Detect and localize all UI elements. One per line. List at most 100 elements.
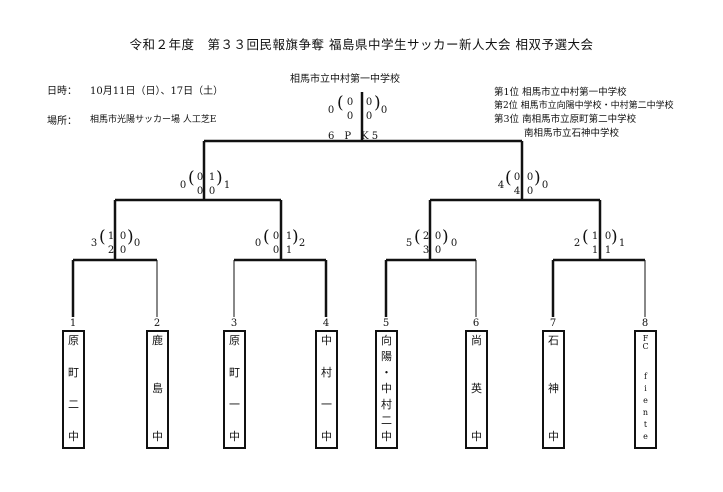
paren-right: ) <box>442 227 449 247</box>
page-title: 令和２年度 第３３回民報旗争奪 福島県中学生サッカー新人大会 相双予選大会 <box>129 37 594 52</box>
paren-right: ) <box>374 93 381 113</box>
score-right-h1: 0 <box>434 231 442 242</box>
paren-left: ( <box>99 227 106 247</box>
team-char: 島 <box>152 382 163 395</box>
winner-name: 相馬市立中村第一中学校 <box>290 74 400 85</box>
score-left-total: 3 <box>90 238 98 249</box>
team-char: 村 <box>321 366 332 379</box>
date-value: 10月11日（日）、17日（土） <box>90 86 224 97</box>
result-first: 第1位 相馬市立中村第一中学校 <box>494 87 627 98</box>
score-left-h1: 1 <box>591 231 599 242</box>
score-right-total: 2 <box>298 238 306 249</box>
paren-left: ( <box>505 168 512 188</box>
team-box-3: 原 町 一 中 <box>223 330 246 449</box>
paren-left: ( <box>582 227 589 247</box>
paren-right: ) <box>292 227 299 247</box>
team-char: n <box>642 408 649 417</box>
score-left-h1: 0 <box>513 172 521 183</box>
team-box-7: 石 神 中 <box>542 330 565 449</box>
team-number: 3 <box>230 318 238 329</box>
date-label: 日時： <box>47 86 77 97</box>
final-right-h1: 0 <box>365 97 373 108</box>
score-right-h1: 0 <box>526 172 534 183</box>
team-char: 尚 <box>471 334 482 347</box>
team-char: 中 <box>381 430 392 443</box>
score-right-h2: 0 <box>526 186 534 197</box>
team-char: 英 <box>471 382 482 395</box>
team-char: 町 <box>68 366 79 379</box>
result-third-a: 第3位 南相馬市立原町第二中学校 <box>494 114 637 125</box>
final-left-h1: 0 <box>346 97 354 108</box>
team-char: 中 <box>152 430 163 443</box>
score-left-h1: 0 <box>196 172 204 183</box>
paren-left: ( <box>337 93 344 113</box>
team-box-8: F C f i e n t e <box>634 330 657 449</box>
team-char: 二 <box>68 398 79 411</box>
score-right-total: 0 <box>133 238 141 249</box>
score-left-h1: 0 <box>272 231 280 242</box>
score-left-h2: 3 <box>422 245 430 256</box>
final-right-total: 0 <box>380 105 388 116</box>
team-char: 原 <box>68 334 79 347</box>
team-number: 5 <box>382 318 390 329</box>
team-box-2: 鹿 島 中 <box>146 330 169 449</box>
score-right-total: 0 <box>541 180 549 191</box>
team-char: 町 <box>229 366 240 379</box>
score-right-h1: 0 <box>604 231 612 242</box>
score-right-total: 0 <box>450 238 458 249</box>
paren-left: ( <box>263 227 270 247</box>
team-char: 一 <box>321 398 332 411</box>
team-char: F <box>642 334 649 343</box>
venue-label: 場所： <box>47 116 77 127</box>
score-right-h2: 0 <box>434 245 442 256</box>
score-left-h1: 2 <box>422 231 430 242</box>
team-char: 神 <box>548 382 559 395</box>
paren-right: ) <box>216 168 223 188</box>
score-right-h2: 0 <box>119 245 127 256</box>
team-number: 4 <box>322 318 330 329</box>
team-char: 中 <box>548 430 559 443</box>
score-left-total: 2 <box>573 238 581 249</box>
team-char: e <box>643 396 648 405</box>
score-right-total: 1 <box>223 180 231 191</box>
team-char: f <box>644 372 647 381</box>
final-left-total: 0 <box>327 105 335 116</box>
final-left-h2: 0 <box>346 111 354 122</box>
score-left-h2: 4 <box>513 186 521 197</box>
result-third-b: 南相馬市立石神中学校 <box>524 128 620 139</box>
team-char: 原 <box>229 334 240 347</box>
team-char: e <box>643 432 648 441</box>
venue-value: 相馬市光陽サッカー場 人工芝E <box>90 115 217 125</box>
final-right-h2: 0 <box>365 111 373 122</box>
score-right-h1: 1 <box>285 231 293 242</box>
team-char: ・ <box>381 366 392 379</box>
team-char: 二 <box>381 414 392 427</box>
team-box-4: 中 村 一 中 <box>315 330 338 449</box>
team-number: 2 <box>153 318 161 329</box>
result-second: 第2位 相馬市立向陽中学校・中村第二中学校 <box>494 101 674 111</box>
team-char: 中 <box>381 382 392 395</box>
team-char: 一 <box>229 398 240 411</box>
score-right-h2: 0 <box>208 186 216 197</box>
team-box-1: 原 町 二 中 <box>62 330 85 449</box>
paren-left: ( <box>414 227 421 247</box>
team-char: 中 <box>321 334 332 347</box>
team-char: C <box>642 342 649 351</box>
team-number: 1 <box>69 318 77 329</box>
team-char: t <box>643 420 648 429</box>
score-left-h2: 2 <box>107 245 115 256</box>
score-left-h1: 1 <box>107 231 115 242</box>
team-char: i <box>644 384 647 393</box>
team-char: 中 <box>229 430 240 443</box>
team-char: 向 <box>381 334 392 347</box>
team-char: 石 <box>548 334 559 347</box>
score-right-h2: 1 <box>604 245 612 256</box>
paren-left: ( <box>188 168 195 188</box>
team-number: 7 <box>549 318 557 329</box>
score-left-total: 4 <box>497 180 505 191</box>
score-left-h2: 0 <box>196 186 204 197</box>
team-number: 8 <box>641 318 649 329</box>
score-left-h2: 0 <box>272 245 280 256</box>
pk-result: 6 P K 5 <box>328 131 379 142</box>
